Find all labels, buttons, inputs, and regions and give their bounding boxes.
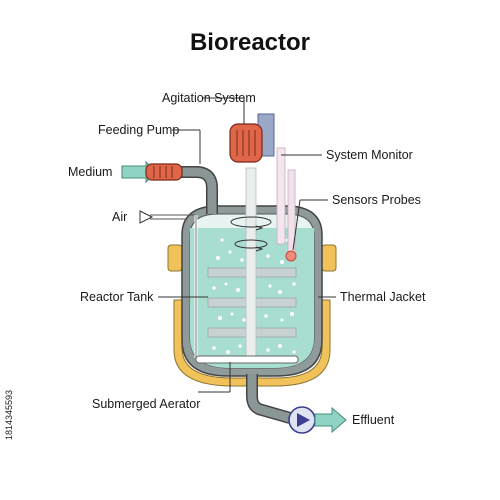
label-reactor-tank: Reactor Tank — [80, 290, 154, 304]
feeding-pump — [145, 163, 183, 181]
system-monitor-probe — [276, 147, 286, 245]
rotation-arrows — [230, 216, 272, 252]
thermal-jacket — [167, 244, 337, 387]
stock-id: 1814345593 — [4, 390, 14, 440]
label-agitation-system: Agitation System — [162, 91, 256, 105]
agitator-shaft — [245, 167, 257, 359]
label-medium: Medium — [68, 165, 112, 179]
diagram-title: Bioreactor — [190, 29, 310, 56]
label-thermal-jacket: Thermal Jacket — [340, 290, 426, 304]
label-air: Air — [112, 210, 127, 224]
effluent-outlet-arrow — [314, 406, 347, 434]
agitation-motor — [229, 113, 275, 163]
submerged-aerator — [195, 355, 299, 364]
label-submerged-aerator: Submerged Aerator — [92, 397, 200, 411]
air-inlet — [139, 210, 198, 358]
air-bubbles — [212, 238, 296, 354]
label-system-monitor: System Monitor — [326, 148, 413, 162]
label-feeding-pump: Feeding Pump — [98, 123, 179, 137]
feed-pipe — [178, 166, 218, 214]
effluent-pump — [288, 406, 316, 434]
label-effluent: Effluent — [352, 413, 395, 427]
sensor-probe — [285, 169, 297, 262]
label-sensors-probes: Sensors Probes — [332, 193, 421, 207]
effluent-pipe — [246, 374, 292, 424]
leader-lines — [158, 97, 336, 393]
